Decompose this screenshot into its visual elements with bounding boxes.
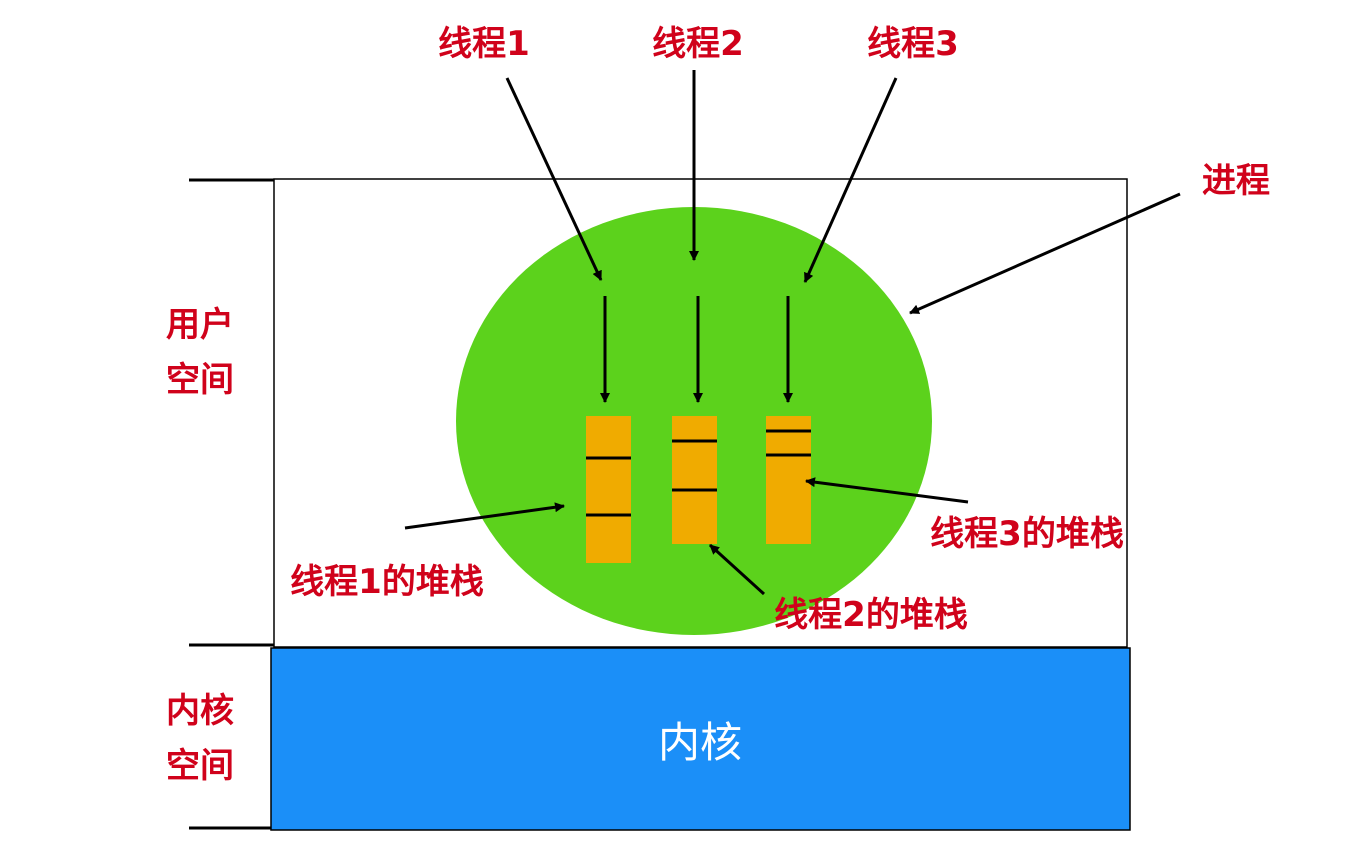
- kernel-block: [270, 647, 1131, 831]
- thread2-stack: [672, 416, 717, 544]
- stack1-arrow: [404, 502, 565, 530]
- process-arrow: [909, 192, 1181, 315]
- stack2-arrow: [708, 543, 766, 596]
- kernel-space-label-line1: 内核: [166, 691, 234, 731]
- thread1-arrow: [505, 77, 603, 281]
- thread1-label: 线程1: [438, 24, 530, 64]
- thread1-stack: [586, 416, 631, 563]
- thread3-stack: [766, 416, 811, 544]
- stack1-label: 线程1的堆栈: [290, 562, 484, 602]
- user-space-label-line2: 空间: [166, 360, 234, 400]
- stack2-label: 线程2的堆栈: [774, 595, 968, 635]
- stack3-arrow: [805, 477, 969, 504]
- thread3-label: 线程3: [867, 24, 959, 64]
- user-space-label-line1: 用户: [166, 305, 234, 345]
- kernel-label: 内核: [658, 718, 742, 767]
- thread3-arrow: [803, 77, 898, 283]
- kernel-space-label-line2: 空间: [166, 746, 234, 786]
- thread2-label: 线程2: [652, 24, 744, 64]
- process-label: 进程: [1202, 161, 1270, 201]
- stack3-label: 线程3的堆栈: [930, 514, 1124, 554]
